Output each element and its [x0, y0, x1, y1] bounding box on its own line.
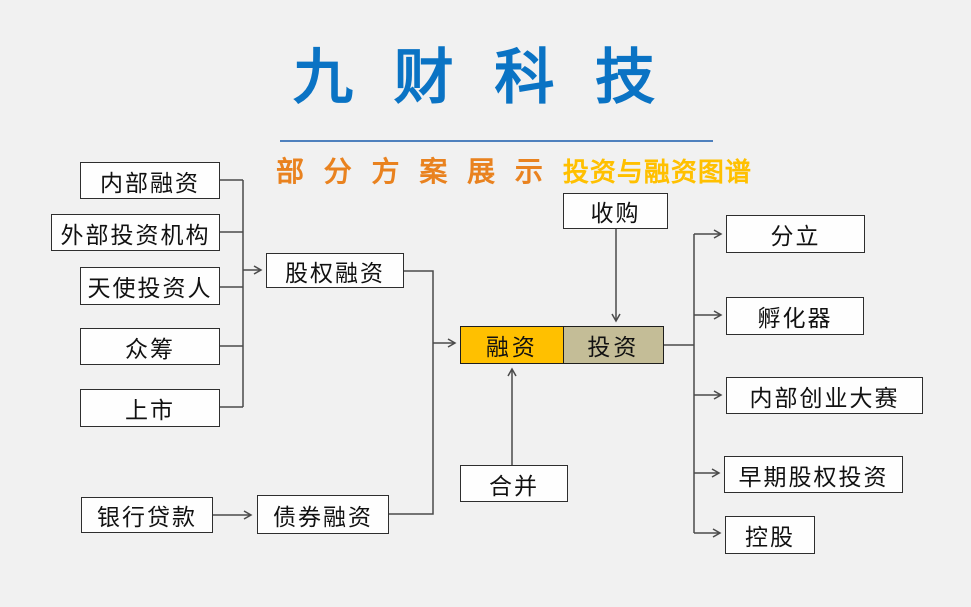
node-bond-financing: 债券融资	[257, 495, 389, 534]
node-investment: 投资	[563, 327, 663, 363]
node-crowdfunding: 众筹	[80, 328, 220, 365]
node-holding: 控股	[725, 516, 815, 554]
subtitle: 部 分 方 案 展 示	[276, 156, 549, 187]
node-ipo: 上市	[80, 389, 220, 427]
subtitle-row: 部 分 方 案 展 示投资与融资图谱	[276, 150, 752, 190]
node-spinoff: 分立	[726, 215, 865, 253]
core-node: 融资 投资	[460, 326, 664, 364]
title-divider	[280, 140, 713, 142]
node-bank-loan: 银行贷款	[81, 497, 213, 533]
node-incubator: 孵化器	[726, 297, 864, 335]
merge-bus	[389, 270, 434, 515]
node-internal-startup-competition: 内部创业大赛	[726, 377, 923, 414]
node-financing: 融资	[461, 327, 564, 363]
node-merger: 合并	[460, 465, 568, 502]
node-external-investors: 外部投资机构	[51, 214, 220, 251]
tagline: 投资与融资图谱	[562, 157, 752, 187]
page-title: 九 财 科 技	[292, 44, 667, 111]
node-internal-financing: 内部融资	[80, 162, 220, 199]
node-angel-investors: 天使投资人	[80, 267, 220, 305]
node-early-stage-equity: 早期股权投资	[724, 456, 903, 493]
node-equity-financing: 股权融资	[266, 253, 404, 288]
node-acquisition: 收购	[563, 193, 668, 229]
